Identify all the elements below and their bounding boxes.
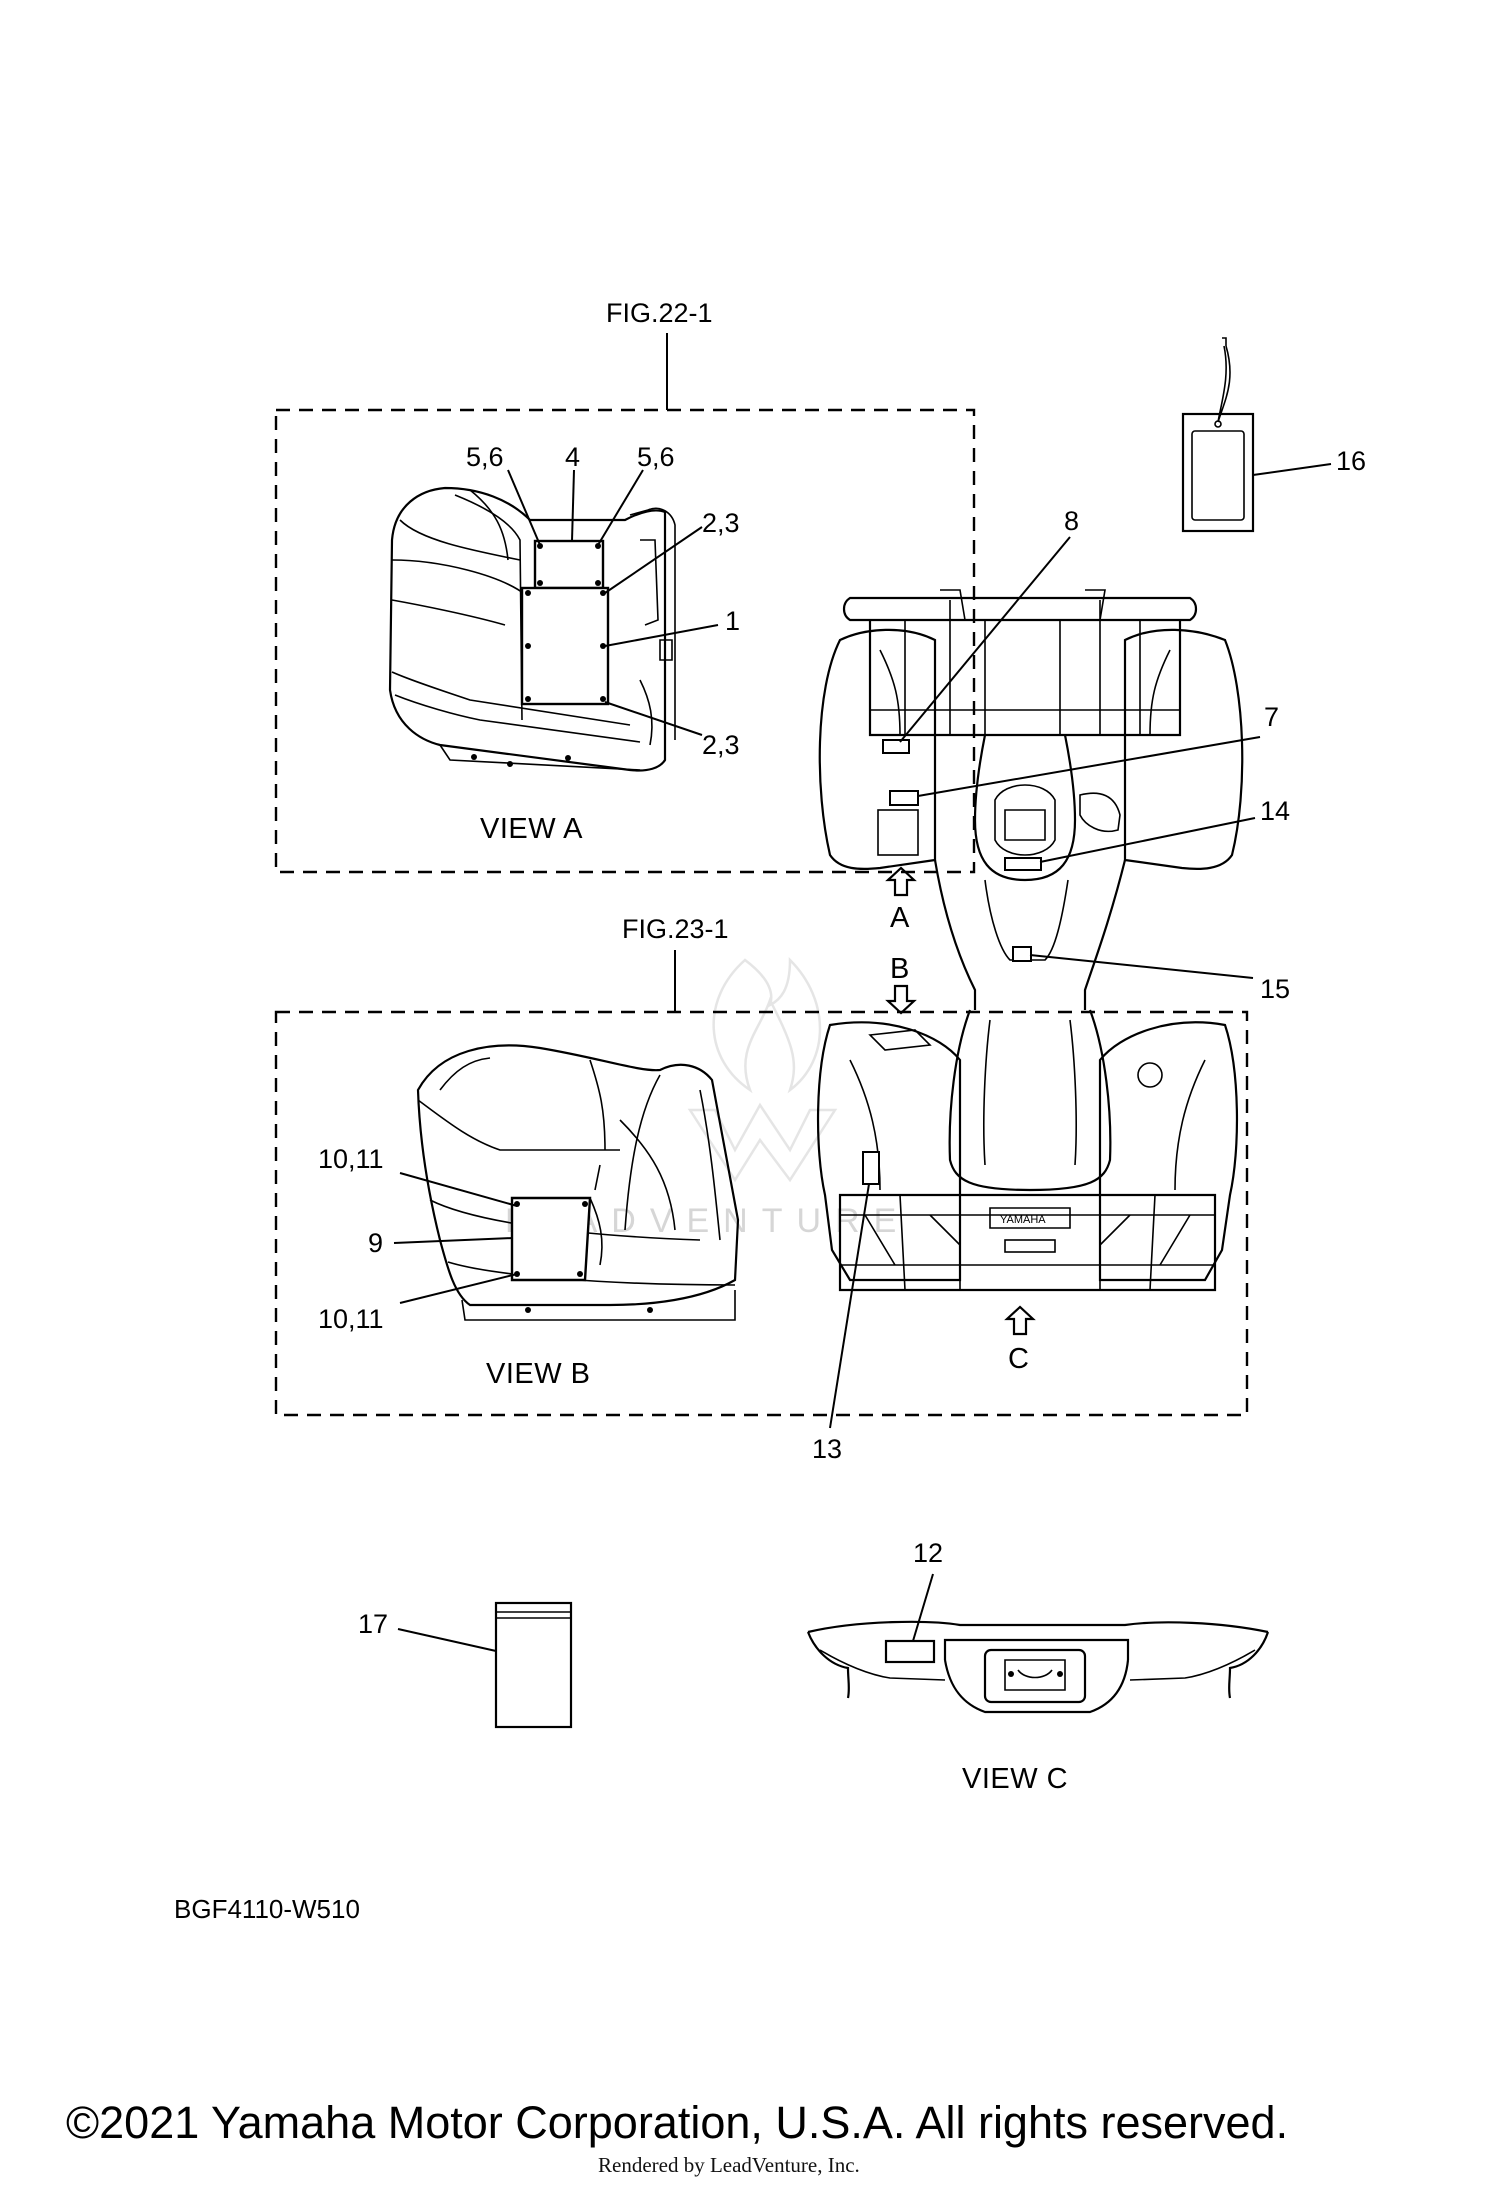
- callout-10-11-bottom: 10,11: [318, 1304, 384, 1334]
- label-14-decal: [1004, 857, 1042, 871]
- copyright-notice: ©2021 Yamaha Motor Corporation, U.S.A. A…: [66, 2097, 1288, 2148]
- label-1-decal: [520, 586, 610, 706]
- label-4-decal: [533, 539, 605, 590]
- fig-22-1-group: FIG.22-1: [274, 298, 976, 874]
- fig-23-1-label: FIG.23-1: [622, 914, 729, 944]
- label-9-decal: [510, 1196, 592, 1282]
- arrow-a-label: A: [890, 902, 910, 934]
- view-c-drawing: [806, 1573, 1270, 1714]
- label-8-decal: [882, 739, 910, 754]
- view-a-label: VIEW A: [480, 813, 583, 845]
- label-7-decal: [889, 790, 919, 806]
- view-a-arrow: [885, 866, 917, 897]
- callout-10-11-top: 10,11: [318, 1144, 384, 1174]
- part-17-booklet: [397, 1601, 573, 1729]
- arrow-c-label: C: [1008, 1343, 1029, 1375]
- callout-16: 16: [1336, 446, 1366, 476]
- callout-5-6-left: 5,6: [466, 442, 504, 472]
- label-12-decal: [884, 1639, 936, 1664]
- view-c-arrow: [1004, 1305, 1036, 1336]
- callout-14: 14: [1260, 796, 1290, 826]
- fig-22-1-label: FIG.22-1: [606, 298, 713, 328]
- diagram-code: BGF4110-W510: [174, 1894, 360, 1924]
- part-16-hang-tag: [1181, 337, 1332, 533]
- label-15-decal: [1012, 946, 1032, 962]
- callout-4: 4: [565, 442, 580, 472]
- arrow-b-label: B: [890, 953, 910, 985]
- callout-13: 13: [812, 1434, 842, 1464]
- callout-12: 12: [913, 1538, 943, 1568]
- callout-17: 17: [358, 1609, 388, 1639]
- callout-15: 15: [1260, 974, 1290, 1004]
- rendered-by-text: Rendered by LeadVenture, Inc.: [598, 2153, 860, 2177]
- view-b-label: VIEW B: [486, 1358, 591, 1390]
- label-13-decal: [862, 1151, 880, 1185]
- view-b-boundary: [274, 1010, 1249, 1417]
- view-a-boundary: [274, 408, 976, 874]
- view-a-drawing: [388, 469, 719, 772]
- callout-7: 7: [1264, 702, 1279, 732]
- view-c-label: VIEW C: [962, 1763, 1068, 1795]
- callout-1: 1: [725, 606, 740, 636]
- callout-8: 8: [1064, 506, 1079, 536]
- fig-23-1-group: FIG.23-1: [274, 914, 1249, 1417]
- callout-2-3-bottom: 2,3: [702, 730, 740, 760]
- callout-5-6-right: 5,6: [637, 442, 675, 472]
- callout-2-3-top: 2,3: [702, 508, 740, 538]
- atv-top-view: YAMAHA: [816, 536, 1261, 1429]
- rear-emblem-text: YAMAHA: [1000, 1214, 1046, 1226]
- view-b-arrow: [885, 984, 917, 1015]
- callout-9: 9: [368, 1228, 383, 1258]
- view-b-drawing: [393, 1044, 740, 1321]
